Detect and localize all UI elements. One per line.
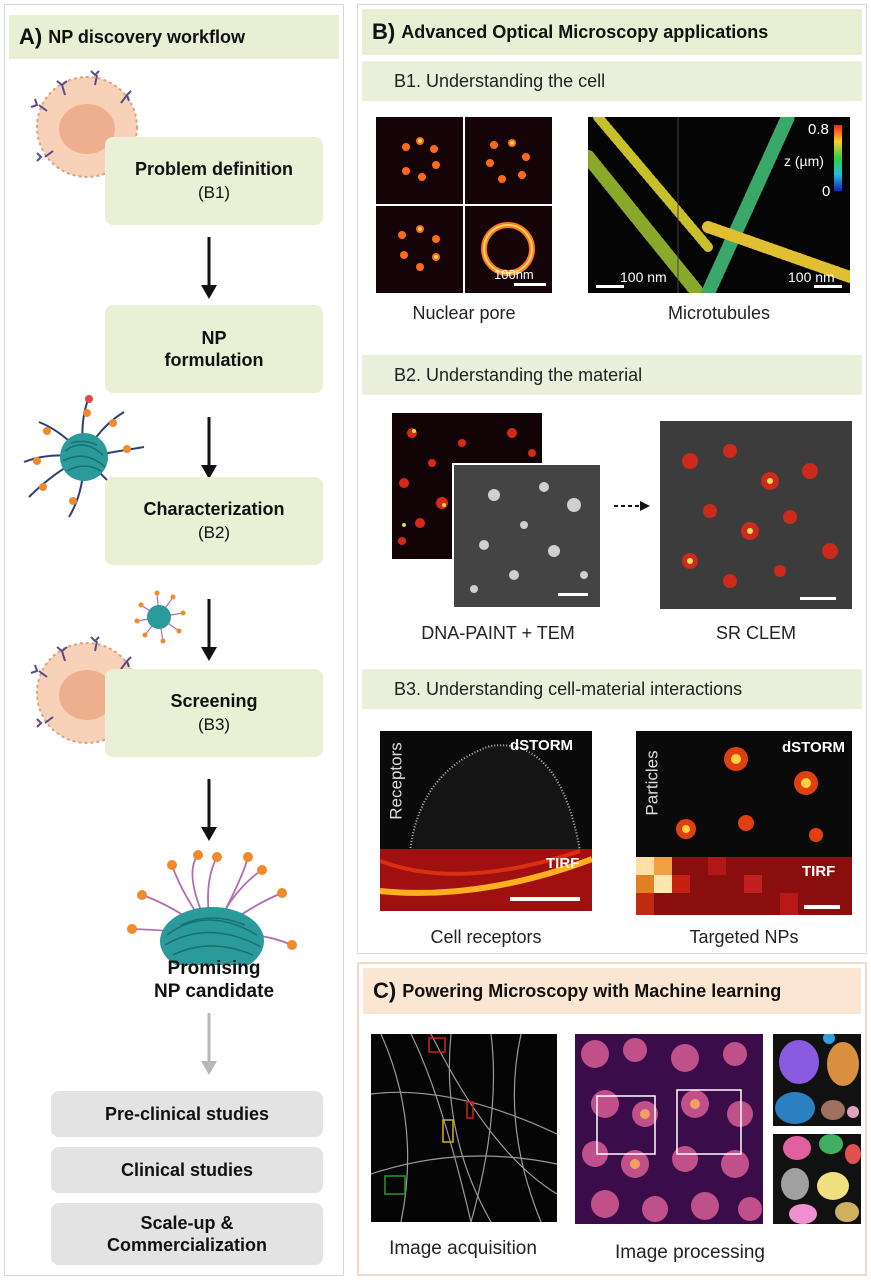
step-title: Characterization — [143, 499, 285, 519]
step-problem-definition: Problem definition (B1) — [105, 137, 323, 225]
panel-a-title: NP discovery workflow — [48, 26, 245, 47]
candidate-line2: NP candidate — [153, 981, 275, 1002]
small-nanoparticle-icon — [134, 590, 186, 644]
step-title: Problem definition — [134, 159, 293, 179]
micro-scale-left-label: 100 nm — [620, 269, 667, 285]
nuclear-pore-caption: Nuclear pore — [412, 303, 516, 323]
sr-clem-caption: SR CLEM — [715, 623, 796, 643]
left-tirf-label: TIRF — [546, 855, 580, 872]
panel-c-title: Powering Microscopy with Machine learnin… — [402, 980, 782, 1001]
right-tirf-label: TIRF — [802, 863, 836, 880]
colorbar-min-label: 0 — [822, 183, 831, 200]
left-dstorm-label: dSTORM — [510, 737, 574, 754]
stage-label: Clinical studies — [120, 1160, 254, 1180]
candidate-line1: Promising — [167, 958, 261, 979]
panel-c-letter: C) — [373, 978, 397, 1003]
stage-label: Pre-clinical studies — [104, 1104, 270, 1124]
nanoparticle-icon — [23, 395, 145, 518]
arrow-down-icon — [201, 417, 217, 479]
image-processing-caption: Image processing — [615, 1242, 765, 1263]
panel-c: C) Powering Microscopy with Machine lear… — [357, 962, 867, 1276]
microtubules-caption: Microtubules — [667, 303, 771, 323]
nuclear-pore-image: 100nm — [376, 117, 552, 293]
right-dstorm-label: dSTORM — [782, 739, 846, 756]
cell-receptors-caption: Cell receptors — [430, 927, 542, 947]
step-screening: Screening (B3) — [105, 669, 323, 757]
step-title: NP — [201, 328, 227, 348]
particles-side-label: Particles — [642, 750, 662, 816]
promising-nanoparticle-icon — [127, 850, 297, 965]
panel-b-header: B) Advanced Optical Microscopy applicati… — [362, 9, 862, 55]
panel-a-letter: A) — [19, 24, 43, 49]
microtubules-image: 0.8 z (µm) 0 100 nm 100 nm — [588, 117, 850, 293]
step-sub: (B3) — [197, 715, 231, 734]
targeted-nps-caption: Targeted NPs — [689, 927, 799, 947]
image-processing-image — [575, 1034, 763, 1224]
arrow-down-gray-icon — [201, 1013, 217, 1075]
panel-b-title: Advanced Optical Microscopy applications — [401, 21, 769, 42]
panel-a-header: A) NP discovery workflow — [9, 15, 339, 59]
step-title: Screening — [170, 691, 258, 711]
stage-preclinical: Pre-clinical studies — [51, 1091, 323, 1137]
step-characterization: Characterization (B2) — [105, 477, 323, 565]
sr-clem-image — [660, 421, 852, 609]
tem-image — [452, 463, 602, 609]
panel-b: B) Advanced Optical Microscopy applicati… — [357, 4, 867, 954]
colorbar-title-label: z (µm) — [784, 153, 824, 169]
colorbar-max-label: 0.8 — [808, 121, 829, 138]
segmentation-image-bottom — [773, 1134, 861, 1224]
micro-scale-right-label: 100 nm — [788, 269, 835, 285]
image-acquisition-caption: Image acquisition — [389, 1238, 537, 1259]
candidate-label: Promising NP candidate — [105, 957, 323, 1003]
arrow-down-icon — [201, 779, 217, 841]
stage-clinical: Clinical studies — [51, 1147, 323, 1193]
stage-scaleup: Scale-up & Commercialization — [51, 1203, 323, 1265]
b1-header: B1. Understanding the cell — [362, 61, 862, 101]
stage-label-2: Commercialization — [106, 1235, 268, 1255]
image-acquisition-image — [371, 1034, 557, 1222]
segmentation-image-top — [773, 1034, 861, 1126]
dna-paint-caption: DNA-PAINT + TEM — [421, 623, 575, 643]
stage-label: Scale-up & — [140, 1213, 234, 1233]
nuclear-scale-label: 100nm — [494, 267, 534, 282]
panel-c-header: C) Powering Microscopy with Machine lear… — [363, 968, 861, 1014]
receptors-side-label: Receptors — [386, 742, 406, 820]
panel-a: A) NP discovery workflow Problem definit… — [4, 4, 344, 1276]
panel-b-letter: B) — [372, 19, 396, 44]
arrow-down-icon — [201, 599, 217, 661]
step-sub: (B1) — [197, 183, 231, 202]
cell-receptors-image: Receptors dSTORM TIRF — [380, 731, 592, 911]
dashed-arrow-icon — [614, 501, 650, 511]
step-title-2: formulation — [164, 350, 264, 370]
arrow-down-icon — [201, 237, 217, 299]
targeted-nps-image: Particles dSTORM TIRF — [636, 731, 852, 915]
step-np-formulation: NP formulation — [105, 305, 323, 393]
b2-header: B2. Understanding the material — [362, 355, 862, 395]
b3-header: B3. Understanding cell-material interact… — [362, 669, 862, 709]
step-sub: (B2) — [197, 523, 231, 542]
